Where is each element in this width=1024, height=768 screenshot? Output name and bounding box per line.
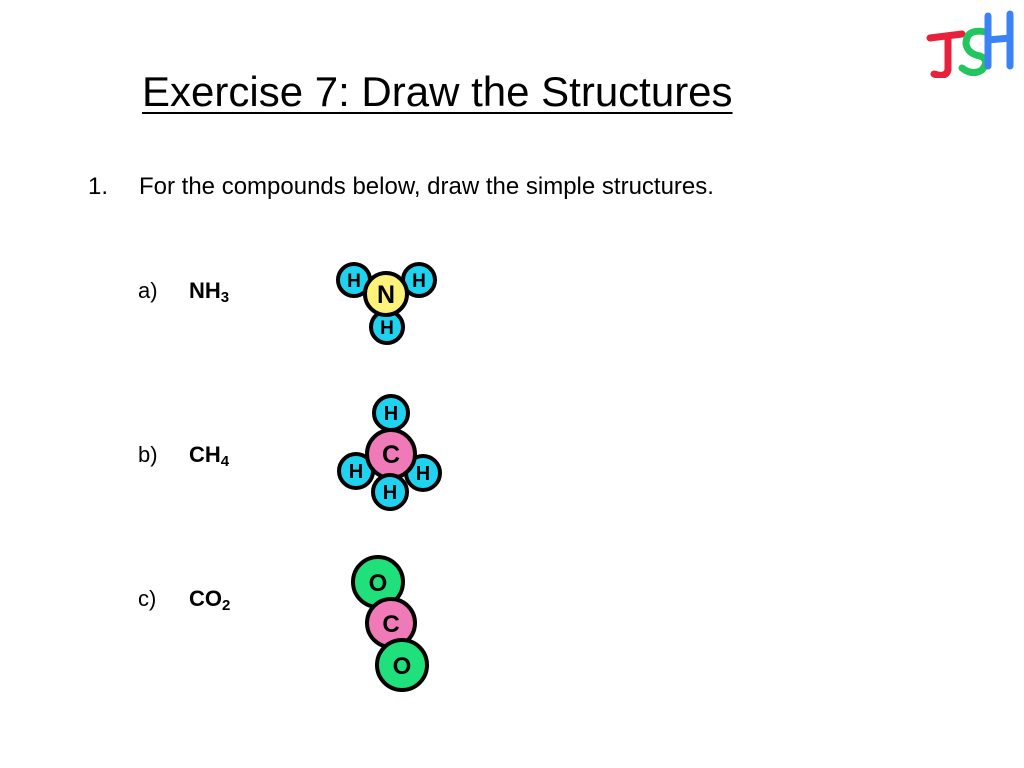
formula-base: CH xyxy=(189,442,221,467)
logo-letter-s xyxy=(958,27,990,77)
svg-text:C: C xyxy=(382,441,400,469)
svg-text:H: H xyxy=(416,463,430,485)
svg-text:C: C xyxy=(382,611,399,638)
jsh-logo xyxy=(926,10,1014,78)
svg-text:O: O xyxy=(393,653,412,680)
formula-subscript: 2 xyxy=(222,597,231,614)
logo-letter-h xyxy=(984,10,1014,70)
molecule-co2: O C O xyxy=(351,555,429,692)
svg-text:O: O xyxy=(369,570,388,597)
slide-title: Exercise 7: Draw the Structures xyxy=(142,68,733,115)
svg-text:H: H xyxy=(384,403,398,425)
formula-base: CO xyxy=(189,586,222,611)
compound-item-ch4: b) CH4 xyxy=(138,441,229,469)
svg-text:H: H xyxy=(347,271,361,292)
atom-nitrogen: N xyxy=(363,271,409,317)
compound-formula: CH4 xyxy=(189,442,230,470)
instruction-number: 1. xyxy=(88,173,109,200)
atom-carbon: C xyxy=(365,428,417,480)
atom-oxygen: O xyxy=(351,555,405,609)
svg-text:N: N xyxy=(377,281,395,309)
item-letter: b) xyxy=(138,442,158,467)
item-letter: c) xyxy=(138,586,157,611)
svg-text:H: H xyxy=(380,318,394,339)
svg-text:H: H xyxy=(383,482,397,504)
instruction: 1. For the compounds below, draw the simp… xyxy=(88,172,714,202)
atom-hydrogen: H xyxy=(369,309,405,345)
formula-base: NH xyxy=(189,278,221,303)
svg-text:H: H xyxy=(349,461,363,483)
compound-formula: NH3 xyxy=(189,278,230,306)
atom-hydrogen: H xyxy=(372,394,410,432)
logo-letter-j xyxy=(926,30,966,78)
svg-text:H: H xyxy=(412,271,426,292)
atom-hydrogen: H xyxy=(371,473,409,511)
formula-subscript: 3 xyxy=(220,289,230,306)
molecule-ch4: H H H C H xyxy=(337,394,442,511)
atom-oxygen: O xyxy=(375,638,429,692)
instruction-text: For the compounds below, draw the simple… xyxy=(139,173,714,200)
compound-item-nh3: a) NH3 xyxy=(138,277,229,305)
molecule-nh3: H H H N xyxy=(336,262,437,345)
item-letter: a) xyxy=(138,278,158,303)
compound-formula: CO2 xyxy=(189,586,231,614)
formula-subscript: 4 xyxy=(220,453,230,470)
compound-item-co2: c) CO2 xyxy=(138,585,230,613)
atom-hydrogen: H xyxy=(337,452,375,490)
